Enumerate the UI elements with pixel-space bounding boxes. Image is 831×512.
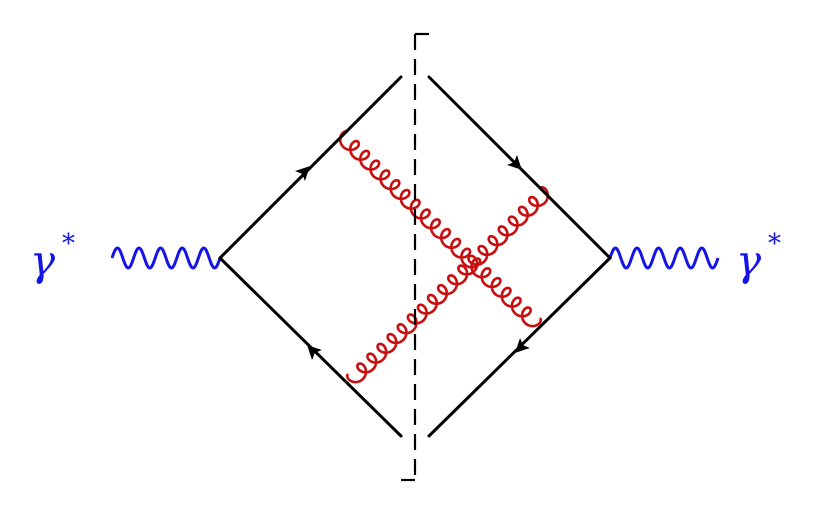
gluon-line-upper	[338, 129, 543, 328]
cut-line	[401, 32, 429, 482]
left-photon-label: γ *	[30, 229, 75, 285]
gluon-line-lower	[345, 185, 550, 384]
photon-lines	[110, 246, 720, 270]
quark-line-left-upper	[218, 75, 403, 260]
right-gamma-symbol: γ	[736, 236, 762, 285]
left-star-superscript: *	[62, 229, 75, 259]
right-photon-label: γ *	[736, 229, 781, 285]
right-star-superscript: *	[768, 229, 781, 259]
left-gamma-symbol: γ	[30, 236, 56, 285]
gluon-lines	[338, 129, 550, 384]
photon-line-right	[608, 246, 720, 270]
photon-line-left	[110, 246, 222, 270]
quark-lines	[218, 75, 612, 438]
